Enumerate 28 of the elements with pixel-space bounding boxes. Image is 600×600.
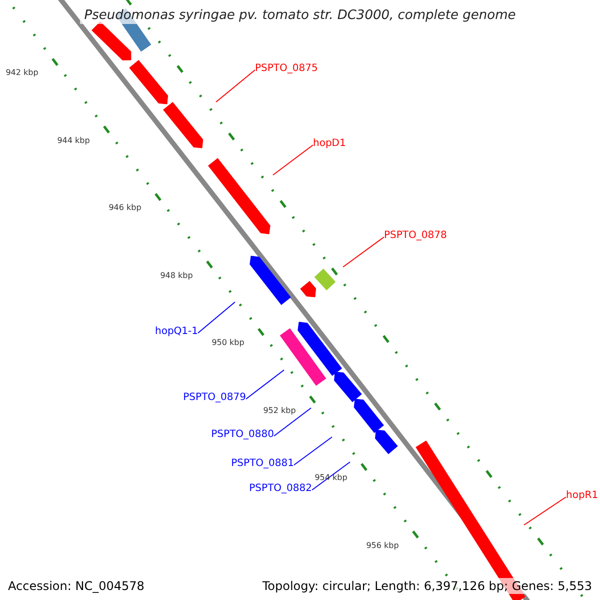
leader-line [272, 144, 314, 176]
gene-label: hopQ1-1 [138, 325, 198, 339]
tick-label: 942 kbp [6, 68, 38, 78]
tick-label: 956 kbp [366, 540, 399, 550]
genome-info: Accession: NC_004578 [8, 578, 144, 594]
tick-label: 948 kbp [160, 270, 193, 280]
leader-line [342, 236, 384, 268]
gene-label: PSPTO_0881 [224, 457, 294, 471]
gene-label: PSPTO_0879 [176, 391, 246, 405]
leader-line [246, 370, 284, 400]
tick-label: 950 kbp [212, 338, 244, 348]
leader-line [216, 70, 256, 102]
gene-label: PSPTO_0880 [204, 428, 274, 442]
leader-line [524, 496, 566, 526]
tick-label: 954 kbp [314, 473, 348, 483]
gene-label: PSPTO_0882 [242, 482, 312, 496]
leader-line [198, 302, 236, 334]
tick-label: 946 kbp [108, 203, 142, 213]
leader-line [294, 436, 332, 466]
tick-label: 952 kbp [263, 406, 296, 416]
genome-info: Topology: circular; Length: 6,397,126 bp; Genes: 5,553 [262, 578, 592, 594]
gene-label: hopR1 [566, 489, 600, 503]
leader-line [312, 462, 350, 490]
tick-label: 944 kbp [57, 136, 90, 146]
gene-label: PSPTO_0875 [255, 62, 325, 76]
leader-line [274, 408, 312, 436]
gene-label: PSPTO_0878 [384, 229, 454, 243]
gene-label: hopD1 [313, 137, 353, 151]
